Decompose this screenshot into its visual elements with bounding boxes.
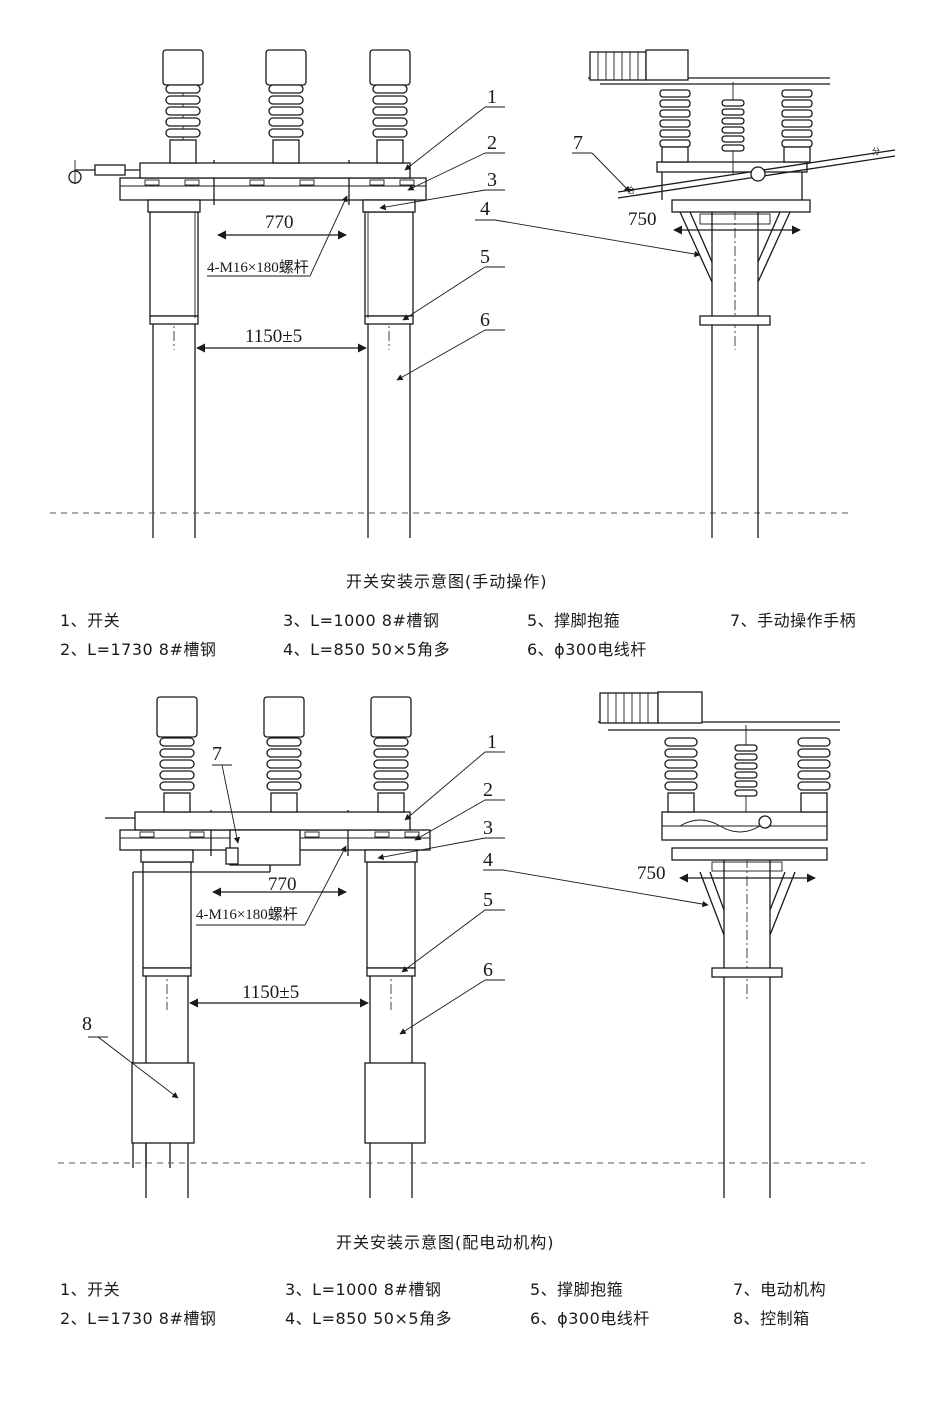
top-front-pole-cap-left: [149, 211, 199, 317]
bottom-callout-5: 5: [483, 889, 493, 911]
bottom-side-bellows: [599, 692, 659, 724]
top-front-hoop-right: [364, 315, 414, 325]
bottom-front-control-box: [131, 1062, 195, 1144]
bottom-side-insulators: [664, 725, 831, 813]
bottom-callout-3: 3: [483, 817, 493, 839]
top-front-hoop-left: [149, 315, 199, 325]
bottom-legend-item-2: 2、L=1730 8#槽钢: [60, 1309, 217, 1328]
top-bolt-label: 4-M16×180螺杆: [207, 259, 309, 276]
top-front-insulator-3: [369, 49, 411, 164]
bottom-side-view: 750 4: [483, 691, 840, 1198]
bottom-legend-item-6: 6、ϕ300电线杆: [530, 1309, 650, 1328]
top-legend-item-7: 7、手动操作手柄: [730, 611, 857, 630]
bottom-legend-item-5: 5、撑脚抱箍: [530, 1280, 624, 1299]
top-front-channel-beam: [119, 177, 427, 201]
top-side-insulators: [659, 82, 813, 175]
bottom-caption: 开关安装示意图(配电动机构): [336, 1233, 555, 1252]
top-dim-1150: 1150±5: [245, 326, 302, 347]
top-callout-3: 3: [487, 169, 497, 191]
bottom-front-hoop-right: [366, 967, 416, 977]
bottom-dim-770: 770: [268, 874, 297, 895]
bottom-callout-7: 7: [212, 743, 222, 765]
bottom-legend-item-8: 8、控制箱: [733, 1309, 810, 1328]
bottom-callout-6: 6: [483, 959, 493, 981]
top-callout-6: 6: [480, 309, 490, 331]
top-caption: 开关安装示意图(手动操作): [346, 572, 548, 591]
top-callout-2: 2: [487, 132, 497, 154]
bottom-front-switch-body: [134, 811, 411, 831]
top-front-insulator-1: [162, 49, 204, 164]
bottom-callout-8: 8: [82, 1013, 92, 1035]
top-front-pole-cap-right: [364, 211, 414, 317]
top-handle-close: 合: [627, 185, 635, 195]
top-side-hoop: [699, 315, 771, 326]
top-front-insulator-2: [265, 49, 307, 164]
bottom-legend-item-1: 1、开关: [60, 1280, 121, 1299]
bottom-front-hoop-left: [142, 967, 192, 977]
bottom-legend-item-4: 4、L=850 50×5角多: [285, 1309, 453, 1328]
top-callout-1: 1: [487, 86, 497, 108]
bottom-front-view: 770 1150±5 4-M16×180螺杆 1 2 3 5 6 7 8: [58, 696, 865, 1198]
top-legend-item-6: 6、ϕ300电线杆: [527, 640, 647, 659]
top-dim-770: 770: [265, 212, 294, 233]
top-callout-7: 7: [573, 132, 583, 154]
bottom-callout-2: 2: [483, 779, 493, 801]
top-front-view: 770 1150±5 4-M16×180螺杆 1 2 3 5 6: [50, 49, 850, 538]
top-callout-4: 4: [480, 198, 490, 220]
top-legend-item-3: 3、L=1000 8#槽钢: [283, 611, 440, 630]
bottom-legend-item-3: 3、L=1000 8#槽钢: [285, 1280, 442, 1299]
top-legend-item-4: 4、L=850 50×5角多: [283, 640, 451, 659]
top-front-clamp-left: [147, 199, 201, 213]
top-dim-750: 750: [628, 209, 657, 230]
bottom-callout-4: 4: [483, 849, 493, 871]
top-side-view: 分 合 750 4 7: [475, 49, 896, 538]
top-front-clamp-right: [362, 199, 416, 213]
top-legend-item-5: 5、撑脚抱箍: [527, 611, 621, 630]
top-side-cross-arm: [671, 199, 811, 213]
top-legend-item-2: 2、L=1730 8#槽钢: [60, 640, 217, 659]
bottom-side-hoop: [711, 967, 783, 978]
bottom-callout-1: 1: [487, 731, 497, 753]
bottom-front-motor-mechanism: [229, 829, 301, 866]
bottom-front-insulators: [156, 696, 412, 813]
top-callout-5: 5: [480, 246, 490, 268]
top-legend-item-1: 1、开关: [60, 611, 121, 630]
top-handle-open: 分: [872, 147, 880, 156]
bottom-side-cross-arm: [671, 847, 828, 861]
bottom-dim-1150: 1150±5: [242, 982, 299, 1003]
bottom-legend-item-7: 7、电动机构: [733, 1280, 827, 1299]
bottom-bolt-label: 4-M16×180螺杆: [196, 906, 298, 923]
top-front-switch-body: [139, 162, 411, 179]
top-front-operating-rod: [68, 160, 140, 184]
bottom-dim-750: 750: [637, 863, 666, 884]
